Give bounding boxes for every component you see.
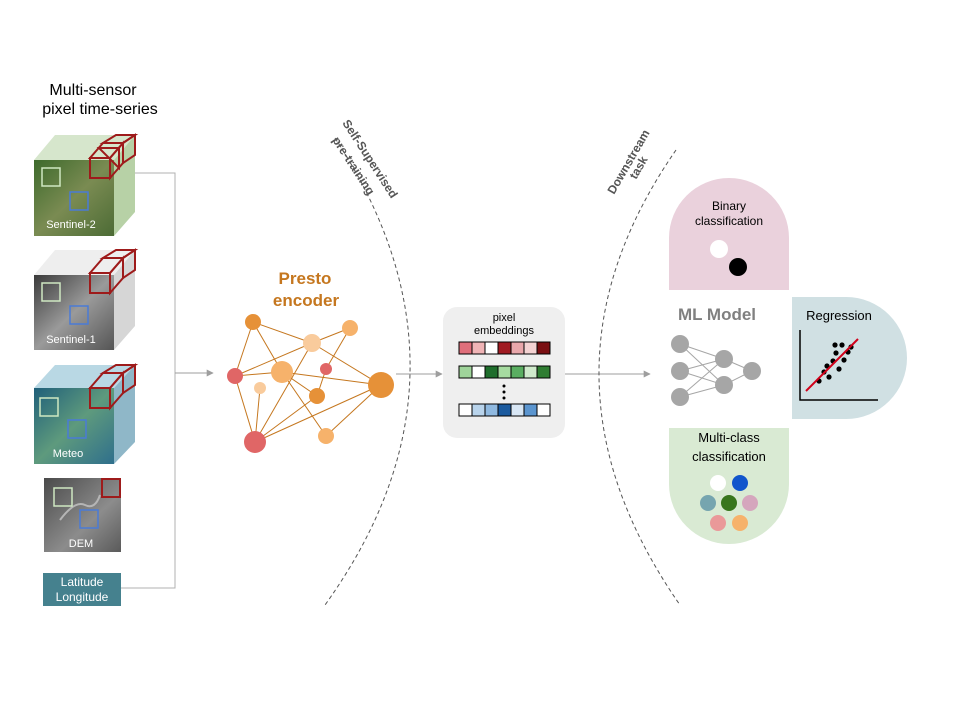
longitude-label: Longitude: [56, 590, 109, 604]
binary-label-line1: Binary: [712, 199, 746, 213]
encoder-node: [254, 382, 266, 394]
encoder-node: [320, 363, 332, 375]
sentinel2-cube: Sentinel-2: [34, 133, 139, 236]
embedding-cell: [510, 341, 525, 355]
encoder-node: [303, 334, 321, 352]
ellipsis-dot: [502, 384, 506, 388]
embedding-cell: [536, 365, 551, 379]
class-dot: [700, 495, 716, 511]
embedding-cell: [471, 341, 486, 355]
downstream-boundary-arc: [598, 149, 681, 606]
embedding-cell: [536, 341, 551, 355]
embedding-cell: [523, 365, 538, 379]
multiclass-label-line2: classification: [692, 449, 766, 464]
embedding-cell: [484, 341, 499, 355]
multiclass-label-line1: Multi-class: [698, 430, 760, 445]
encoder-node: [342, 320, 358, 336]
class-dot: [732, 475, 748, 491]
meteo-time-series-frames: [87, 363, 139, 411]
class-dot: [721, 495, 737, 511]
sentinel1-label: Sentinel-1: [46, 334, 96, 346]
class-dot: [732, 515, 748, 531]
encoder-node: [245, 314, 261, 330]
embeddings-panel: pixel embeddings: [443, 307, 565, 438]
embedding-vectors: [458, 341, 551, 417]
encoder-network-nodes: [227, 314, 394, 453]
inputs-title-line2: pixel time-series: [42, 101, 158, 118]
embeddings-label-line1: pixel: [493, 312, 516, 324]
binary-label-line2: classification: [695, 214, 763, 228]
sentinel1-time-series-frames: [87, 248, 139, 296]
class-dot: [710, 475, 726, 491]
embedding-cell: [484, 365, 499, 379]
embedding-cell: [471, 365, 486, 379]
binary-classification-panel: Binary classification: [669, 178, 789, 290]
sentinel1-cube: Sentinel-1: [34, 248, 139, 350]
ml-node: [715, 350, 733, 368]
embedding-cell: [458, 365, 473, 379]
ml-node: [671, 335, 689, 353]
inputs-bracket: [121, 172, 176, 589]
embedding-cell: [497, 341, 512, 355]
embedding-cell: [497, 365, 512, 379]
encoder-node: [271, 361, 293, 383]
ml-node: [743, 362, 761, 380]
encoder-node: [368, 372, 394, 398]
latlon-box: Latitude Longitude: [43, 573, 121, 606]
class-dot: [710, 515, 726, 531]
ellipsis-dot: [502, 390, 506, 394]
sentinel2-time-series-frames: [87, 133, 139, 181]
embedding-cell: [497, 403, 512, 417]
embeddings-label-line2: embeddings: [474, 325, 534, 337]
embedding-cell: [484, 403, 499, 417]
encoder-node: [309, 388, 325, 404]
embedding-cell: [510, 403, 525, 417]
ml-node: [671, 388, 689, 406]
embedding-cell: [458, 341, 473, 355]
pretraining-boundary-arc: [324, 137, 411, 606]
encoder-title-line1: Presto: [279, 269, 332, 288]
encoder-node: [318, 428, 334, 444]
ml-model-network: [671, 335, 761, 406]
embedding-cell: [458, 403, 473, 417]
dem-label: DEM: [69, 538, 93, 550]
embedding-cell: [536, 403, 551, 417]
meteo-label: Meteo: [53, 448, 84, 460]
ellipsis-dot: [502, 396, 506, 400]
regression-panel: Regression: [792, 297, 907, 419]
binary-class-black: [729, 258, 747, 276]
embedding-cell: [510, 365, 525, 379]
sentinel2-label: Sentinel-2: [46, 219, 96, 231]
embedding-cell: [471, 403, 486, 417]
embedding-cell: [523, 403, 538, 417]
regression-fit-line: [805, 338, 859, 392]
inputs-title-line1: Multi-sensor: [49, 82, 137, 99]
ml-node: [671, 362, 689, 380]
encoder-node: [227, 368, 243, 384]
class-dot: [742, 495, 758, 511]
binary-class-white: [710, 240, 728, 258]
latitude-label: Latitude: [61, 575, 104, 589]
encoder-title-line2: encoder: [273, 291, 340, 310]
meteo-cube: Meteo: [34, 363, 139, 464]
regression-label: Regression: [806, 308, 872, 323]
embedding-cell: [523, 341, 538, 355]
multiclass-classification-panel: Multi-class classification: [669, 428, 789, 544]
ml-node: [715, 376, 733, 394]
encoder-node: [244, 431, 266, 453]
regression-axes: [799, 330, 878, 401]
ml-model-label: ML Model: [678, 305, 756, 324]
dem-tile: DEM: [44, 478, 121, 552]
